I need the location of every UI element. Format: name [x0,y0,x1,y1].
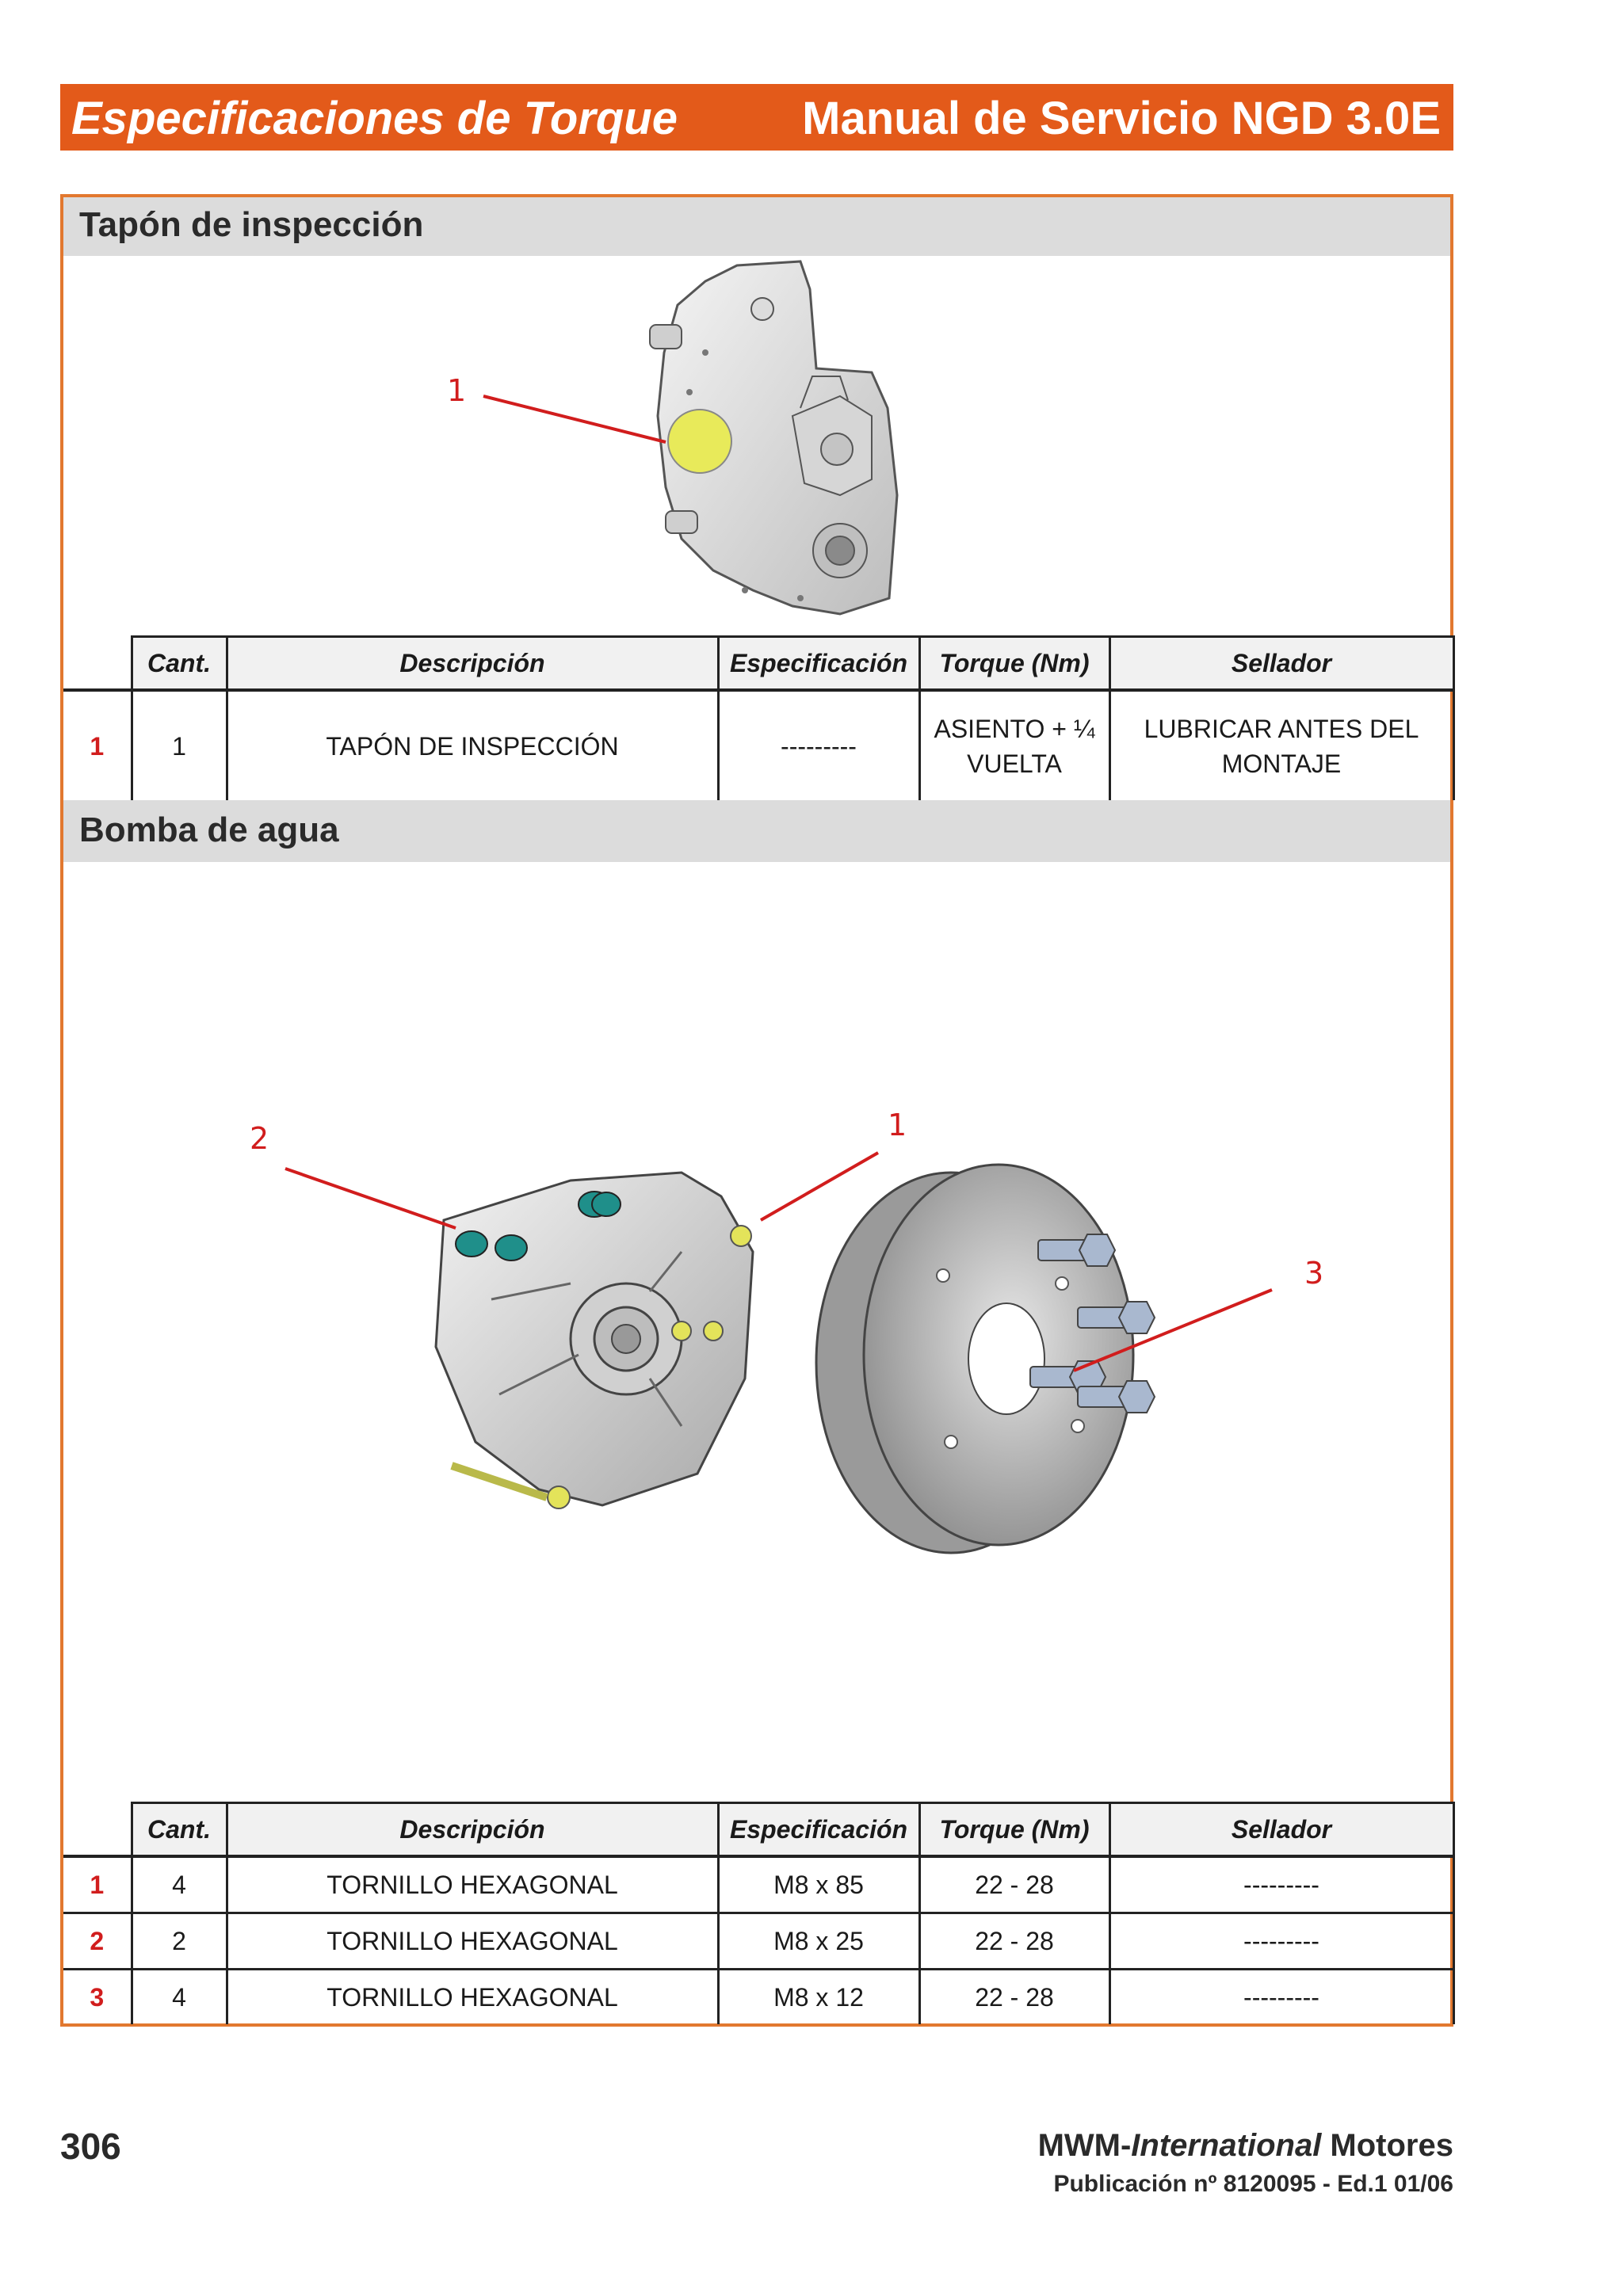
sealer-cell: --------- [1108,1969,1455,2024]
section-title-inspection-plug: Tapón de inspección [63,197,1450,256]
item-number: 3 [90,1982,105,2012]
torque-cell: 22 - 28 [918,1856,1109,1914]
brand-line: MWM-International Motores [1038,2128,1453,2164]
spec-cell: M8 x 25 [716,1913,919,1970]
col-header-torque: Torque (Nm) [918,1802,1109,1858]
item-number: 1 [63,1856,132,1914]
description-cell: TAPÓN DE INSPECCIÓN [225,690,718,800]
header-title-left: Especificaciones de Torque [71,93,678,144]
col-header-spec: Especificación [716,1802,919,1858]
table-row: 3 4 TORNILLO HEXAGONAL M8 x 12 22 - 28 -… [63,1969,1455,2024]
inspection-plug-table: Cant. Descripción Especificación Torque … [63,635,1455,800]
page-header: Especificaciones de Torque Manual de Ser… [60,84,1453,151]
item-number: 2 [63,1913,132,1970]
brand-prefix: MWM- [1037,2128,1132,2163]
callout-label-1: 1 [447,373,466,408]
description-cell: TORNILLO HEXAGONAL [225,1969,718,2024]
col-header-description: Descripción [225,635,718,692]
timing-cover-illustration [649,260,899,616]
table-row: 2 2 TORNILLO HEXAGONAL M8 x 25 22 - 28 -… [63,1913,1455,1970]
header-title-right: Manual de Servicio NGD 3.0E [802,93,1441,144]
spec-cell: --------- [716,690,919,800]
table-row: 1 4 TORNILLO HEXAGONAL M8 x 85 22 - 28 -… [63,1856,1455,1914]
col-header-qty: Cant. [130,1802,227,1858]
description-cell: TORNILLO HEXAGONAL [225,1913,718,1970]
qty-cell: 4 [130,1856,227,1914]
callout-label-1: 1 [888,1108,907,1142]
sealer-line-1: LUBRICAR ANTES DEL [1144,714,1419,743]
callout-label-2: 2 [250,1121,269,1156]
spec-cell: M8 x 12 [716,1969,919,2024]
torque-cell: ASIENTO + ¼ VUELTA [918,690,1109,800]
torque-cell: 22 - 28 [918,1913,1109,1970]
brand-suffix: Motores [1321,2128,1453,2163]
inspection-plug-highlight [667,409,732,474]
sealer-line-2: MONTAJE [1221,749,1342,778]
sealer-cell: LUBRICAR ANTES DEL MONTAJE [1108,690,1455,800]
spec-cell: M8 x 85 [716,1856,919,1914]
col-header-sealer: Sellador [1108,1802,1455,1858]
description-cell: TORNILLO HEXAGONAL [225,1856,718,1914]
sealer-cell: --------- [1108,1856,1455,1914]
section-title-water-pump: Bomba de agua [63,800,1450,862]
callouts-section2: 2 1 3 [250,1108,907,1230]
page-number: 306 [60,2126,121,2167]
water-pump-illustration [434,1163,1156,1554]
torque-line-1: ASIENTO + ¼ [934,714,1095,743]
col-header-spec: Especificación [716,635,919,692]
water-pump-table: Cant. Descripción Especificación Torque … [63,1802,1455,2024]
callout-3: 3 [1073,1256,1323,1372]
brand-italic: International [1131,2128,1322,2163]
item-number: 1 [90,731,105,761]
col-header-torque: Torque (Nm) [918,635,1109,692]
col-header-qty: Cant. [130,635,227,692]
publication-line: Publicación nº 8120095 - Ed.1 01/06 [1053,2171,1453,2197]
col-header-sealer: Sellador [1108,635,1455,692]
callout-section1: 1 [447,373,666,444]
qty-cell: 4 [130,1969,227,2024]
content-frame [60,194,1453,2027]
torque-cell: 22 - 28 [918,1969,1109,2024]
qty-cell: 1 [130,690,227,800]
table-row: 1 1 TAPÓN DE INSPECCIÓN --------- ASIENT… [63,690,1455,800]
qty-cell: 2 [130,1913,227,1970]
torque-line-2: VUELTA [967,749,1062,778]
callout-label-3: 3 [1304,1256,1323,1291]
sealer-cell: --------- [1108,1913,1455,1970]
col-header-description: Descripción [225,1802,718,1858]
